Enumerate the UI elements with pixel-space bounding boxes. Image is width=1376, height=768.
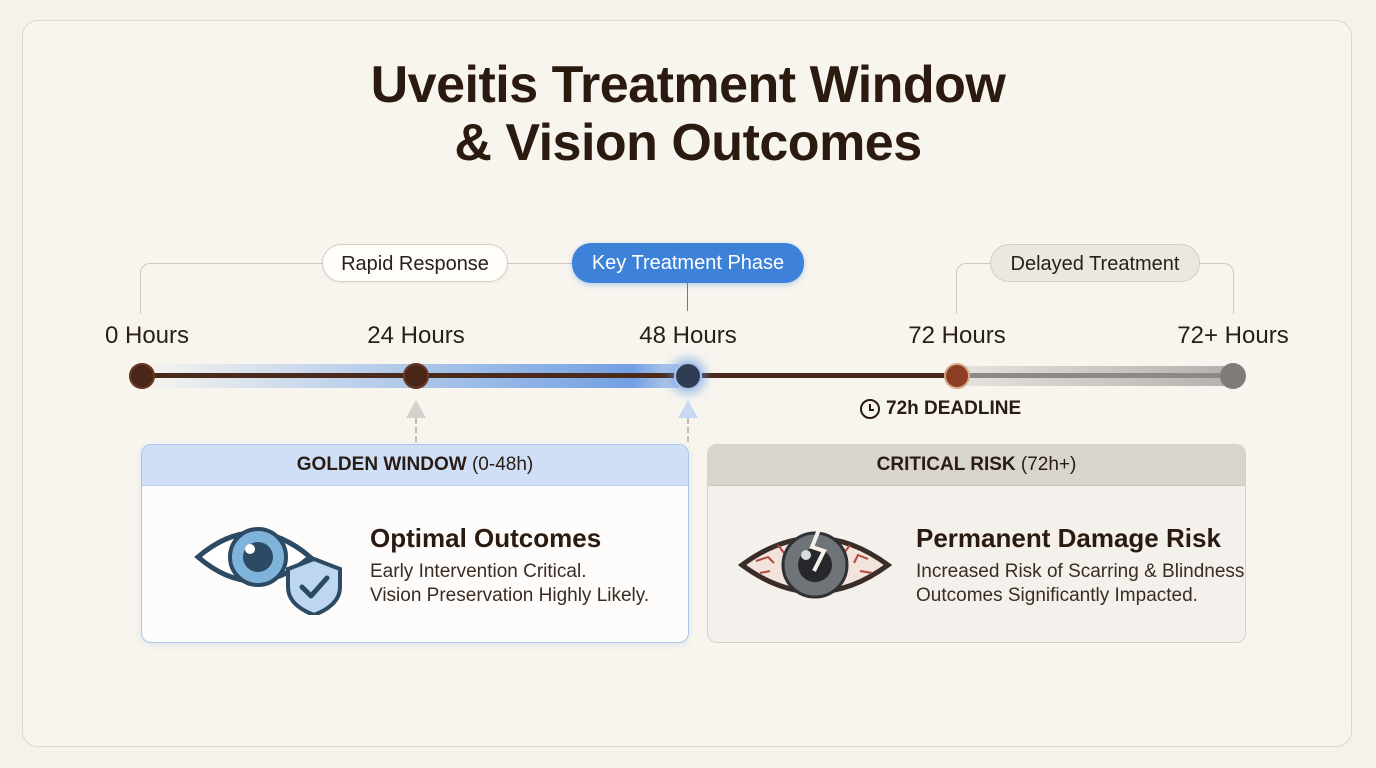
timeline-node-48h <box>674 362 702 390</box>
critical-risk-header-range: (72h+) <box>1015 454 1077 475</box>
hour-label-72-plus: 72+ Hours <box>1177 322 1289 349</box>
page-title: Uveitis Treatment Window & Vision Outcom… <box>0 56 1376 172</box>
golden-window-header-range: (0-48h) <box>466 454 534 475</box>
timeline-node-24h <box>403 363 429 389</box>
hour-label-48: 48 Hours <box>639 322 737 349</box>
golden-window-line-2: Vision Preservation Highly Likely. <box>370 585 650 606</box>
delayed-bracket-left <box>956 263 991 314</box>
dash-48h <box>687 418 689 442</box>
critical-risk-header-bold: CRITICAL RISK <box>876 454 1016 475</box>
arrow-up-24h-icon <box>406 400 426 418</box>
phase-rapid-response: Rapid Response <box>322 244 508 282</box>
key-pointer <box>687 283 688 311</box>
timeline-node-72plus <box>1220 363 1246 389</box>
hour-label-24: 24 Hours <box>367 322 465 349</box>
title-line-1: Uveitis Treatment Window <box>370 56 1006 114</box>
hour-label-0: 0 Hours <box>104 322 190 349</box>
title-line-2: & Vision Outcomes <box>454 114 922 172</box>
golden-window-header: GOLDEN WINDOW (0-48h) <box>142 445 688 486</box>
critical-risk-line-1: Increased Risk of Scarring & Blindness. <box>916 561 1246 582</box>
timeline-node-72h <box>944 363 970 389</box>
timeline-track <box>140 373 955 378</box>
arrow-up-48h-icon <box>678 400 698 418</box>
golden-window-title: Optimal Outcomes <box>370 523 602 553</box>
phase-key-treatment: Key Treatment Phase <box>572 243 804 283</box>
golden-window-line-1: Early Intervention Critical. <box>370 561 587 582</box>
clock-icon <box>860 399 880 419</box>
eye-shield-check-icon <box>194 527 342 615</box>
hour-label-72: 72 Hours <box>908 322 1006 349</box>
golden-window-header-bold: GOLDEN WINDOW <box>296 454 467 475</box>
critical-risk-header: CRITICAL RISK (72h+) <box>708 445 1245 486</box>
damaged-eye-icon <box>738 526 892 599</box>
critical-risk-card: CRITICAL RISK (72h+) Permanent Damage Ri… <box>707 444 1246 643</box>
deadline-marker: 72h DEADLINE <box>860 398 1021 420</box>
critical-risk-title: Permanent Damage Risk <box>916 523 1221 553</box>
rapid-bracket-left <box>140 263 323 314</box>
phase-delayed-treatment: Delayed Treatment <box>990 244 1200 282</box>
rapid-bracket-right <box>508 263 572 264</box>
golden-window-card: GOLDEN WINDOW (0-48h) Optimal Outcomes E… <box>141 444 689 643</box>
timeline-node-0h <box>129 363 155 389</box>
deadline-label: 72h DEADLINE <box>886 398 1022 419</box>
dash-24h <box>415 418 417 442</box>
timeline-track-late <box>955 373 1235 378</box>
delayed-bracket-right <box>1200 263 1234 314</box>
critical-risk-line-2: Outcomes Significantly Impacted. <box>916 585 1198 606</box>
